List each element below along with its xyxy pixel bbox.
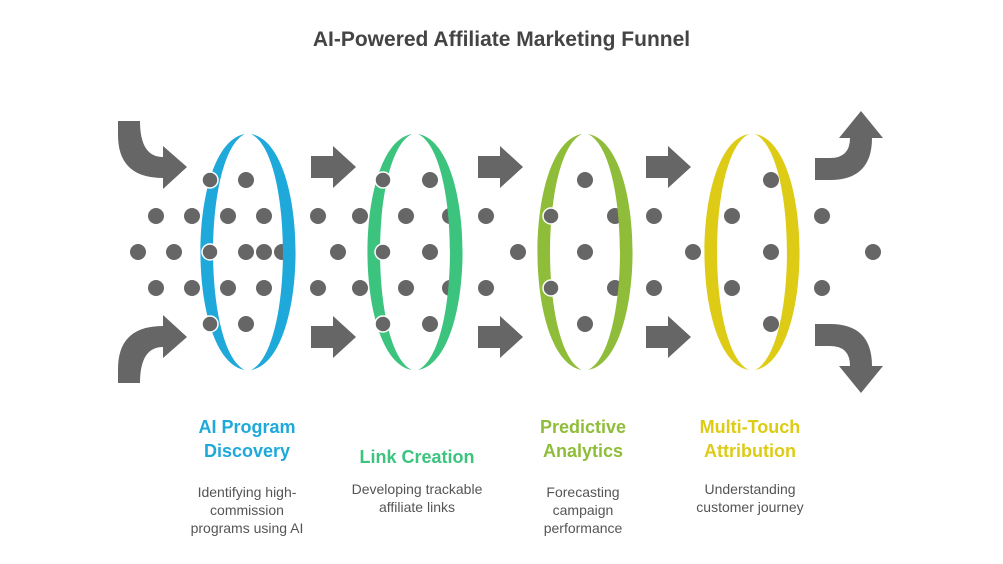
curved-arrow-in-bottom-icon <box>118 315 187 383</box>
stage-2-title: Link Creation <box>332 445 502 469</box>
dot <box>148 280 164 296</box>
ring-left-half <box>367 134 412 370</box>
dot <box>201 171 219 189</box>
dot <box>374 315 392 333</box>
dot <box>238 172 254 188</box>
dot <box>201 315 219 333</box>
ring-left-half <box>704 134 749 370</box>
stage-2-title-line1: Link Creation <box>359 447 475 467</box>
dot <box>577 316 593 332</box>
dot <box>352 280 368 296</box>
ring-right-half <box>755 134 800 370</box>
stage-1-title-line2: Discovery <box>203 441 291 461</box>
dot <box>724 208 740 224</box>
dot <box>422 244 438 260</box>
ring-right-half <box>418 134 463 370</box>
dot <box>166 244 182 260</box>
arrow-right-icon <box>646 316 691 358</box>
dot <box>577 172 593 188</box>
dot <box>814 208 830 224</box>
dot <box>478 280 494 296</box>
dot <box>374 243 392 261</box>
arrow-right-icon <box>311 146 356 188</box>
stage-1-title-line1: AI Program <box>198 417 296 437</box>
dot <box>763 316 779 332</box>
stage-4-title-line2: Attribution <box>704 441 796 461</box>
stage-2-desc-line2: affiliate links <box>378 499 455 515</box>
ring-right-half <box>251 134 296 370</box>
arrow-right-icon <box>478 316 523 358</box>
curved-arrow-out-bottom-icon <box>815 324 883 393</box>
stage-1-description: Identifying high- commission programs us… <box>162 483 332 537</box>
dot <box>238 244 254 260</box>
stage-3-desc-line2: campaign <box>552 502 614 518</box>
dot <box>542 207 560 225</box>
stage-4-desc-line1: Understanding <box>704 481 796 497</box>
stage-3-title-line1: Predictive <box>539 417 627 437</box>
dot <box>352 208 368 224</box>
dot <box>510 244 526 260</box>
dot <box>184 280 200 296</box>
funnel-ring-1 <box>200 134 296 370</box>
dot <box>814 280 830 296</box>
ring-right-half <box>588 134 633 370</box>
dot <box>577 244 593 260</box>
dot <box>148 208 164 224</box>
dot <box>398 280 414 296</box>
stage-3-description: Forecasting campaign performance <box>498 483 668 537</box>
dot <box>256 280 272 296</box>
dot <box>646 208 662 224</box>
arrow-right-icon <box>311 316 356 358</box>
dot <box>724 280 740 296</box>
stage-2-description: Developing trackable affiliate links <box>332 480 502 516</box>
dot <box>374 171 392 189</box>
diagram-title: AI-Powered Affiliate Marketing Funnel <box>312 28 691 51</box>
curved-arrow-out-top-icon <box>815 111 883 180</box>
dot <box>398 208 414 224</box>
dot <box>310 280 326 296</box>
funnel-ring-3 <box>537 134 633 370</box>
dot <box>201 243 219 261</box>
stage-3-title: Predictive Analytics <box>498 415 668 463</box>
dot <box>220 208 236 224</box>
dot <box>238 316 254 332</box>
dot <box>865 244 881 260</box>
dot <box>310 208 326 224</box>
stage-3-desc-line1: Forecasting <box>546 484 620 500</box>
dot <box>256 244 272 260</box>
stage-1-desc-line3: programs using AI <box>190 520 304 536</box>
dot <box>220 280 236 296</box>
ring-left-half <box>200 134 245 370</box>
dot <box>184 208 200 224</box>
stage-4-description: Understanding customer journey <box>665 480 835 516</box>
dot <box>130 244 146 260</box>
dot <box>685 244 701 260</box>
dot <box>330 244 346 260</box>
dot <box>422 316 438 332</box>
stage-1-desc-line2: commission <box>210 502 284 518</box>
arrow-right-icon <box>646 146 691 188</box>
dot <box>478 208 494 224</box>
curved-arrow-in-top-icon <box>118 121 187 189</box>
dot <box>763 172 779 188</box>
stage-4-title: Multi-Touch Attribution <box>665 415 835 463</box>
dot <box>646 280 662 296</box>
dot <box>763 244 779 260</box>
funnel-ring-4 <box>704 134 800 370</box>
stage-3-desc-line3: performance <box>543 520 623 536</box>
stage-4-title-line1: Multi-Touch <box>699 417 801 437</box>
funnel-ring-2 <box>367 134 463 370</box>
dot <box>542 279 560 297</box>
stage-2-desc-line1: Developing trackable <box>351 481 483 497</box>
stage-4-desc-line2: customer journey <box>696 499 804 515</box>
stage-3-title-line2: Analytics <box>542 441 624 461</box>
stage-1-title: AI Program Discovery <box>162 415 332 463</box>
arrow-right-icon <box>478 146 523 188</box>
ring-left-half <box>537 134 582 370</box>
stage-1-desc-line1: Identifying high- <box>197 484 297 500</box>
dot <box>422 172 438 188</box>
dot <box>256 208 272 224</box>
